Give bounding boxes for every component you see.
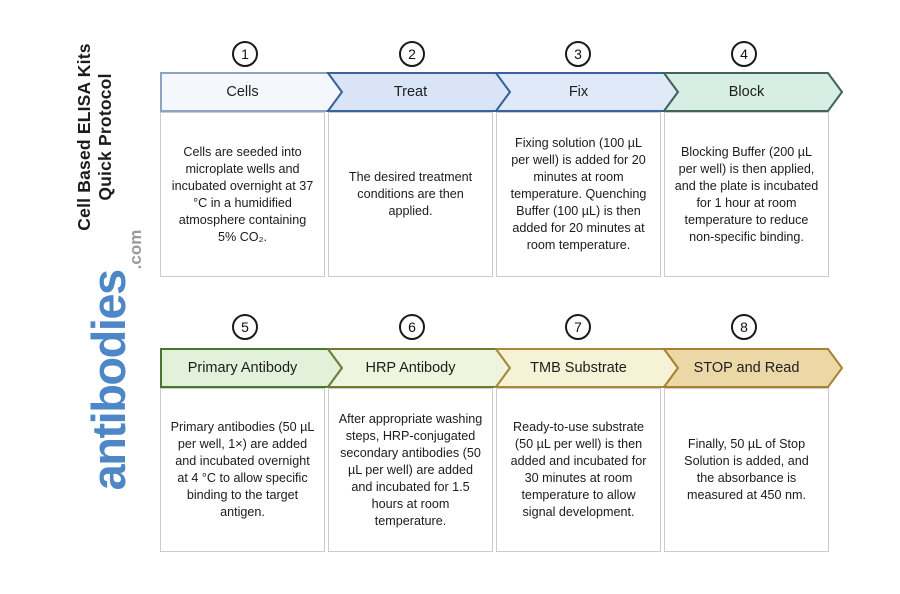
step-6-label: HRP Antibody [365,360,456,376]
page-title-line1: Cell Based ELISA Kits [74,43,94,231]
step-7-description-box: Ready-to-use substrate (50 µL per well) … [496,388,661,552]
step-5-number-badge: 5 [232,314,258,340]
step-5-label: Primary Antibody [187,360,298,376]
step-2-number-badge: 2 [399,41,425,67]
process-arrows-row1 [160,72,844,112]
step-7-number: 7 [574,319,582,335]
arrow-label-block: Block [664,72,829,112]
brand-logo-text: antibodies [82,270,135,491]
arrow-label-fix: Fix [496,72,661,112]
step-4-label: Block [728,84,765,100]
page-title: Cell Based ELISA Kits Quick Protocol [74,27,120,247]
process-arrows-row2 [160,348,844,388]
step-1-label: Cells [226,84,259,100]
step-4-number: 4 [740,46,748,62]
arrow-label-treat: Treat [328,72,493,112]
step-8-number-badge: 8 [731,314,757,340]
step-2-number: 2 [408,46,416,62]
step-6-description: After appropriate washing steps, HRP-con… [338,411,483,528]
brand-logo-suffix: .com [126,229,145,270]
step-4-description-box: Blocking Buffer (200 µL per well) is the… [664,112,829,277]
page-title-line2: Quick Protocol [95,73,115,201]
step-3-label: Fix [568,84,589,100]
step-3-description-box: Fixing solution (100 µL per well) is add… [496,112,661,277]
step-3-number-badge: 3 [565,41,591,67]
step-8-number: 8 [740,319,748,335]
arrow-shape-block [662,72,844,112]
brand-logo: antibodies .com [73,217,145,503]
step-2-description: The desired treatment conditions are the… [348,170,473,218]
step-8-description-box: Finally, 50 µL of Stop Solution is added… [664,388,829,552]
step-4-number-badge: 4 [731,41,757,67]
step-6-number: 6 [408,319,416,335]
step-2-label: Treat [393,84,428,100]
arrow-label-hrp-antibody: HRP Antibody [328,348,493,388]
step-4-description: Blocking Buffer (200 µL per well) is the… [674,144,819,244]
step-5-description-box: Primary antibodies (50 µL per well, 1×) … [160,388,325,552]
step-7-description: Ready-to-use substrate (50 µL per well) … [510,420,647,519]
step-6-description-box: After appropriate washing steps, HRP-con… [328,388,493,552]
step-8-label: STOP and Read [693,360,800,376]
step-1-number-badge: 1 [232,41,258,67]
step-8-description: Finally, 50 µL of Stop Solution is added… [684,437,809,502]
step-7-label: TMB Substrate [530,360,627,376]
step-6-number-badge: 6 [399,314,425,340]
step-5-description: Primary antibodies (50 µL per well, 1×) … [170,420,315,519]
step-1-description: Cells are seeded into microplate wells a… [171,144,314,244]
step-3-description: Fixing solution (100 µL per well) is add… [510,136,647,252]
arrow-shape-stop-and-read [662,348,844,388]
step-5-number: 5 [241,319,249,335]
step-3-number: 3 [574,46,582,62]
step-1-description-box: Cells are seeded into microplate wells a… [160,112,325,277]
step-2-description-box: The desired treatment conditions are the… [328,112,493,277]
arrow-label-cells: Cells [160,72,325,112]
arrow-label-primary-antibody: Primary Antibody [160,348,325,388]
step-1-number: 1 [241,46,249,62]
arrow-label-tmb-substrate: TMB Substrate [496,348,661,388]
arrow-label-stop-and-read: STOP and Read [664,348,829,388]
step-7-number-badge: 7 [565,314,591,340]
